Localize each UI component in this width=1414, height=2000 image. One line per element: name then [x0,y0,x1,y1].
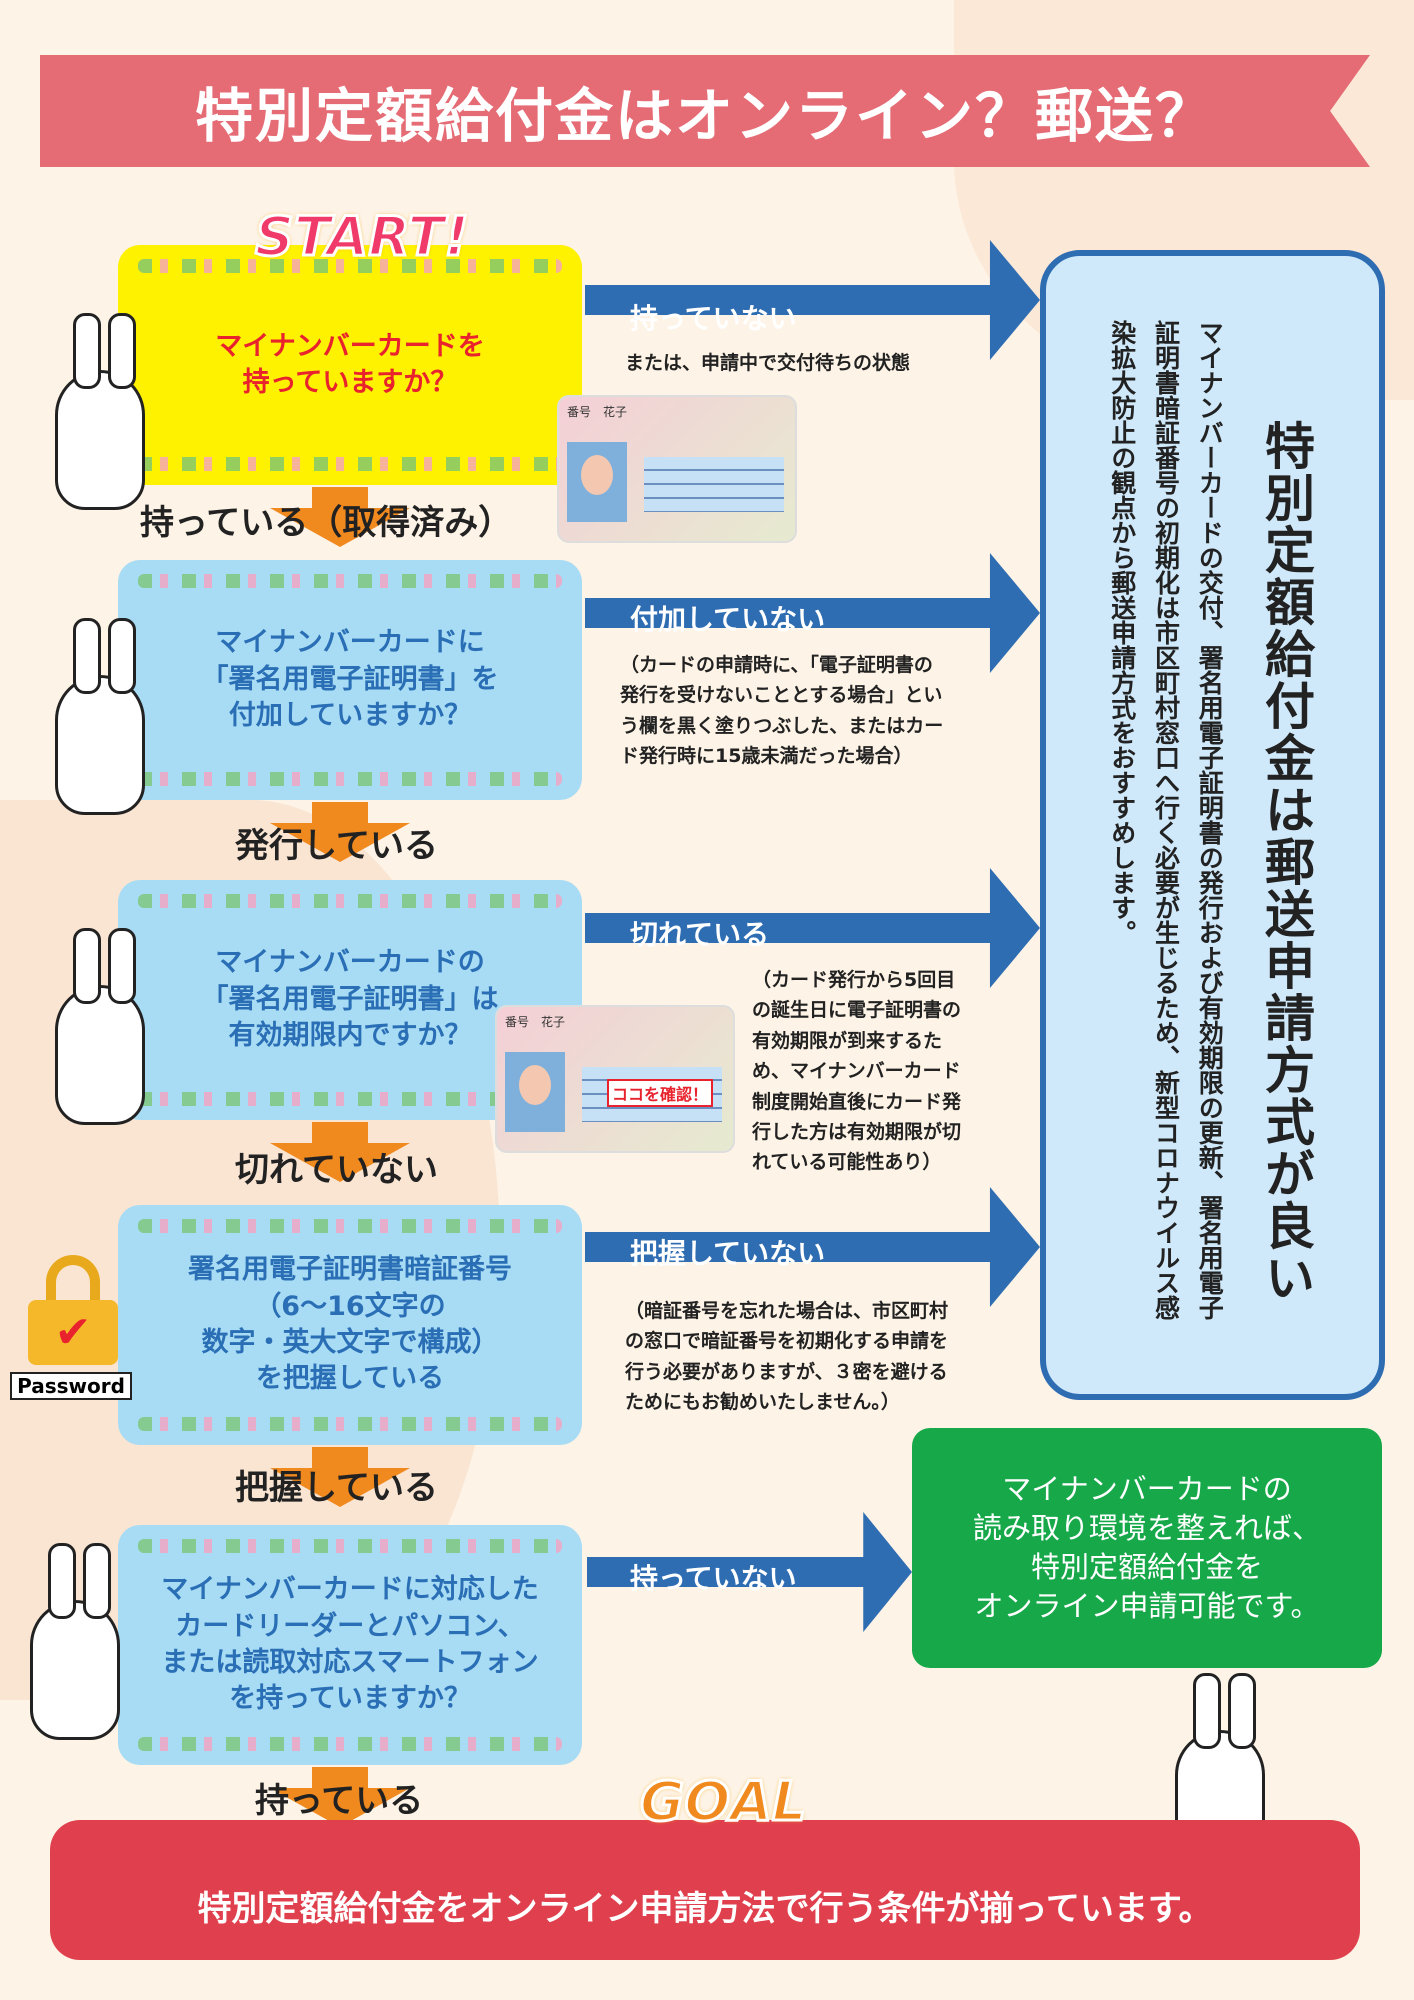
page-title: 特別定額給付金はオンライン？郵送？ [194,82,1215,150]
rabbit-mascot-icon [55,618,145,815]
step-2-yes-label: 発行している [235,826,438,866]
title-banner: 特別定額給付金はオンライン？郵送？ [40,55,1370,167]
step-4-yes-label: 把握している [235,1468,438,1508]
step-1-question: マイナンバーカードを 持っていますか？ [215,330,485,398]
lock-icon: ✔ [28,1255,118,1365]
step-5-question: マイナンバーカードに対応した カードリーダーとパソコン、 または読取対応スマート… [161,1574,539,1715]
reader-setup-box: マイナンバーカードの 読み取り環境を整えれば、 特別定額給付金を オンライン申請… [912,1428,1382,1668]
step-3-question: マイナンバーカードの 「署名用電子証明書」は 有効期限内ですか？ [201,947,499,1052]
clover-decoration [138,1539,562,1553]
step-2-note: （カードの申請時に、「電子証明書の 発行を受けないこととする場合」とい う欄を黒… [620,654,944,768]
my-number-card-image: 番号 花子 [557,395,797,543]
clover-decoration [138,574,562,588]
goal-logo: GOAL [638,1769,807,1835]
step-3-no-label: 切れている [630,918,770,951]
step-5-no-label: 持っていない [630,1562,797,1595]
clover-decoration [138,457,562,471]
my-number-card-expiry-image: 番号 花子ココを確認！ [495,1005,735,1153]
mail-recommendation-body: マイナンバーカードの交付、署名用電子証明書の発行および有効期限の更新、署名用電子… [1107,320,1225,1320]
start-logo: START! [254,204,471,270]
rabbit-mascot-icon [55,313,145,510]
goal-banner: 特別定額給付金をオンライン申請方法で行う条件が揃っています。 [50,1820,1360,1960]
password-label: Password [10,1372,132,1400]
step-4-no-label: 把握していない [630,1237,826,1270]
step-3-note: （カード発行から5回目 の誕生日に電子証明書の 有効期限が到来するた め、マイナ… [752,969,962,1174]
clover-decoration [138,1737,562,1751]
step-4-question: 署名用電子証明書暗証番号 （6～16文字の 数字・英大文字で構成） を把握してい… [188,1254,512,1395]
step-4-question-box: 署名用電子証明書暗証番号 （6～16文字の 数字・英大文字で構成） を把握してい… [118,1205,582,1445]
step-2-question-box: マイナンバーカードに 「署名用電子証明書」を 付加していますか？ [118,560,582,800]
step-2-no-label: 付加していない [630,603,826,636]
rabbit-mascot-icon [30,1543,120,1740]
step-4-note: （暗証番号を忘れた場合は、市区町村 の窓口で暗証番号を初期化する申請を 行う必要… [625,1300,949,1414]
clover-decoration [138,894,562,908]
step-2-question: マイナンバーカードに 「署名用電子証明書」を 付加していますか？ [201,627,499,732]
clover-decoration [138,1092,562,1106]
step-1-note: または、申請中で交付待ちの状態 [625,352,911,374]
step-1-yes-label: 持っている（取得済み） [140,503,513,543]
card-name: 番号 花子 [505,1015,566,1029]
clover-decoration [138,259,562,273]
clover-decoration [138,1219,562,1233]
step-1-question-box: マイナンバーカードを 持っていますか？ [118,245,582,485]
step-5-yes-label: 持っている [255,1781,424,1821]
step-1-no-label: 持っていない [630,302,797,335]
mail-recommendation-title: 特別定額給付金は郵送申請方式が良い [1257,420,1315,1304]
goal-text: 特別定額給付金をオンライン申請方法で行う条件が揃っています。 [197,1888,1213,1929]
step-5-question-box: マイナンバーカードに対応した カードリーダーとパソコン、 または読取対応スマート… [118,1525,582,1765]
clover-decoration [138,772,562,786]
step-3-yes-label: 切れていない [235,1150,438,1190]
card-name: 番号 花子 [567,405,628,419]
mail-recommendation-box [1040,250,1385,1400]
clover-decoration [138,1417,562,1431]
rabbit-mascot-icon [55,928,145,1125]
check-here-label: ココを確認！ [607,1079,714,1107]
